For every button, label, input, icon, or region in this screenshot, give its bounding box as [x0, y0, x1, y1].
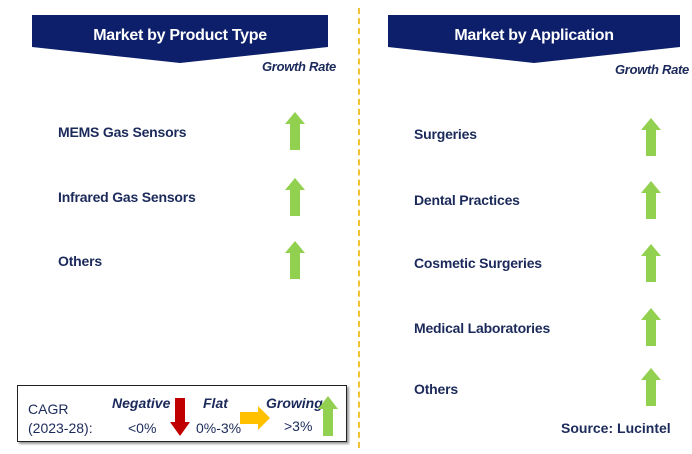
legend-flat-range: 0%-3%: [196, 420, 242, 436]
up-arrow-icon: [285, 241, 305, 279]
cagr-legend: CAGR (2023-28): Negative <0% Flat 0%-3% …: [17, 385, 347, 442]
legend-negative-label: Negative: [112, 395, 171, 411]
left-panel-banner: Market by Product Type: [32, 15, 328, 63]
left-panel-title: Market by Product Type: [93, 27, 267, 44]
right-item-0: Surgeries: [414, 126, 477, 142]
source-label: Source: Lucintel: [561, 420, 671, 436]
right-item-1: Dental Practices: [414, 192, 520, 208]
banner-shape: [32, 15, 328, 63]
right-arrow-icon: [240, 406, 270, 430]
up-arrow-icon: [641, 308, 661, 346]
up-arrow-icon: [318, 396, 338, 436]
legend-negative-range: <0%: [128, 420, 157, 436]
right-panel-title: Market by Application: [454, 27, 614, 44]
legend-cagr-label: CAGR: [28, 401, 69, 417]
right-growth-rate-label: Growth Rate: [615, 62, 689, 77]
up-arrow-icon: [641, 181, 661, 219]
right-item-4: Others: [414, 381, 458, 397]
right-panel-banner: Market by Application: [388, 15, 680, 63]
up-arrow-icon: [641, 118, 661, 156]
legend-growing-range: >3%: [284, 418, 313, 434]
right-item-3: Medical Laboratories: [414, 320, 551, 336]
legend-flat-label: Flat: [203, 395, 228, 411]
up-arrow-icon: [285, 178, 305, 216]
up-arrow-icon: [641, 368, 661, 406]
legend-period: (2023-28):: [28, 420, 93, 436]
left-item-1: Infrared Gas Sensors: [58, 189, 196, 205]
down-arrow-icon: [170, 398, 190, 436]
left-item-2: Others: [58, 253, 102, 269]
left-item-0: MEMS Gas Sensors: [58, 124, 187, 140]
up-arrow-icon: [641, 244, 661, 282]
left-growth-rate-label: Growth Rate: [262, 59, 336, 74]
panel-divider: [358, 8, 360, 448]
right-item-2: Cosmetic Surgeries: [414, 255, 542, 271]
up-arrow-icon: [285, 112, 305, 150]
legend-growing-label: Growing: [266, 395, 323, 411]
banner-shape: [388, 15, 680, 63]
